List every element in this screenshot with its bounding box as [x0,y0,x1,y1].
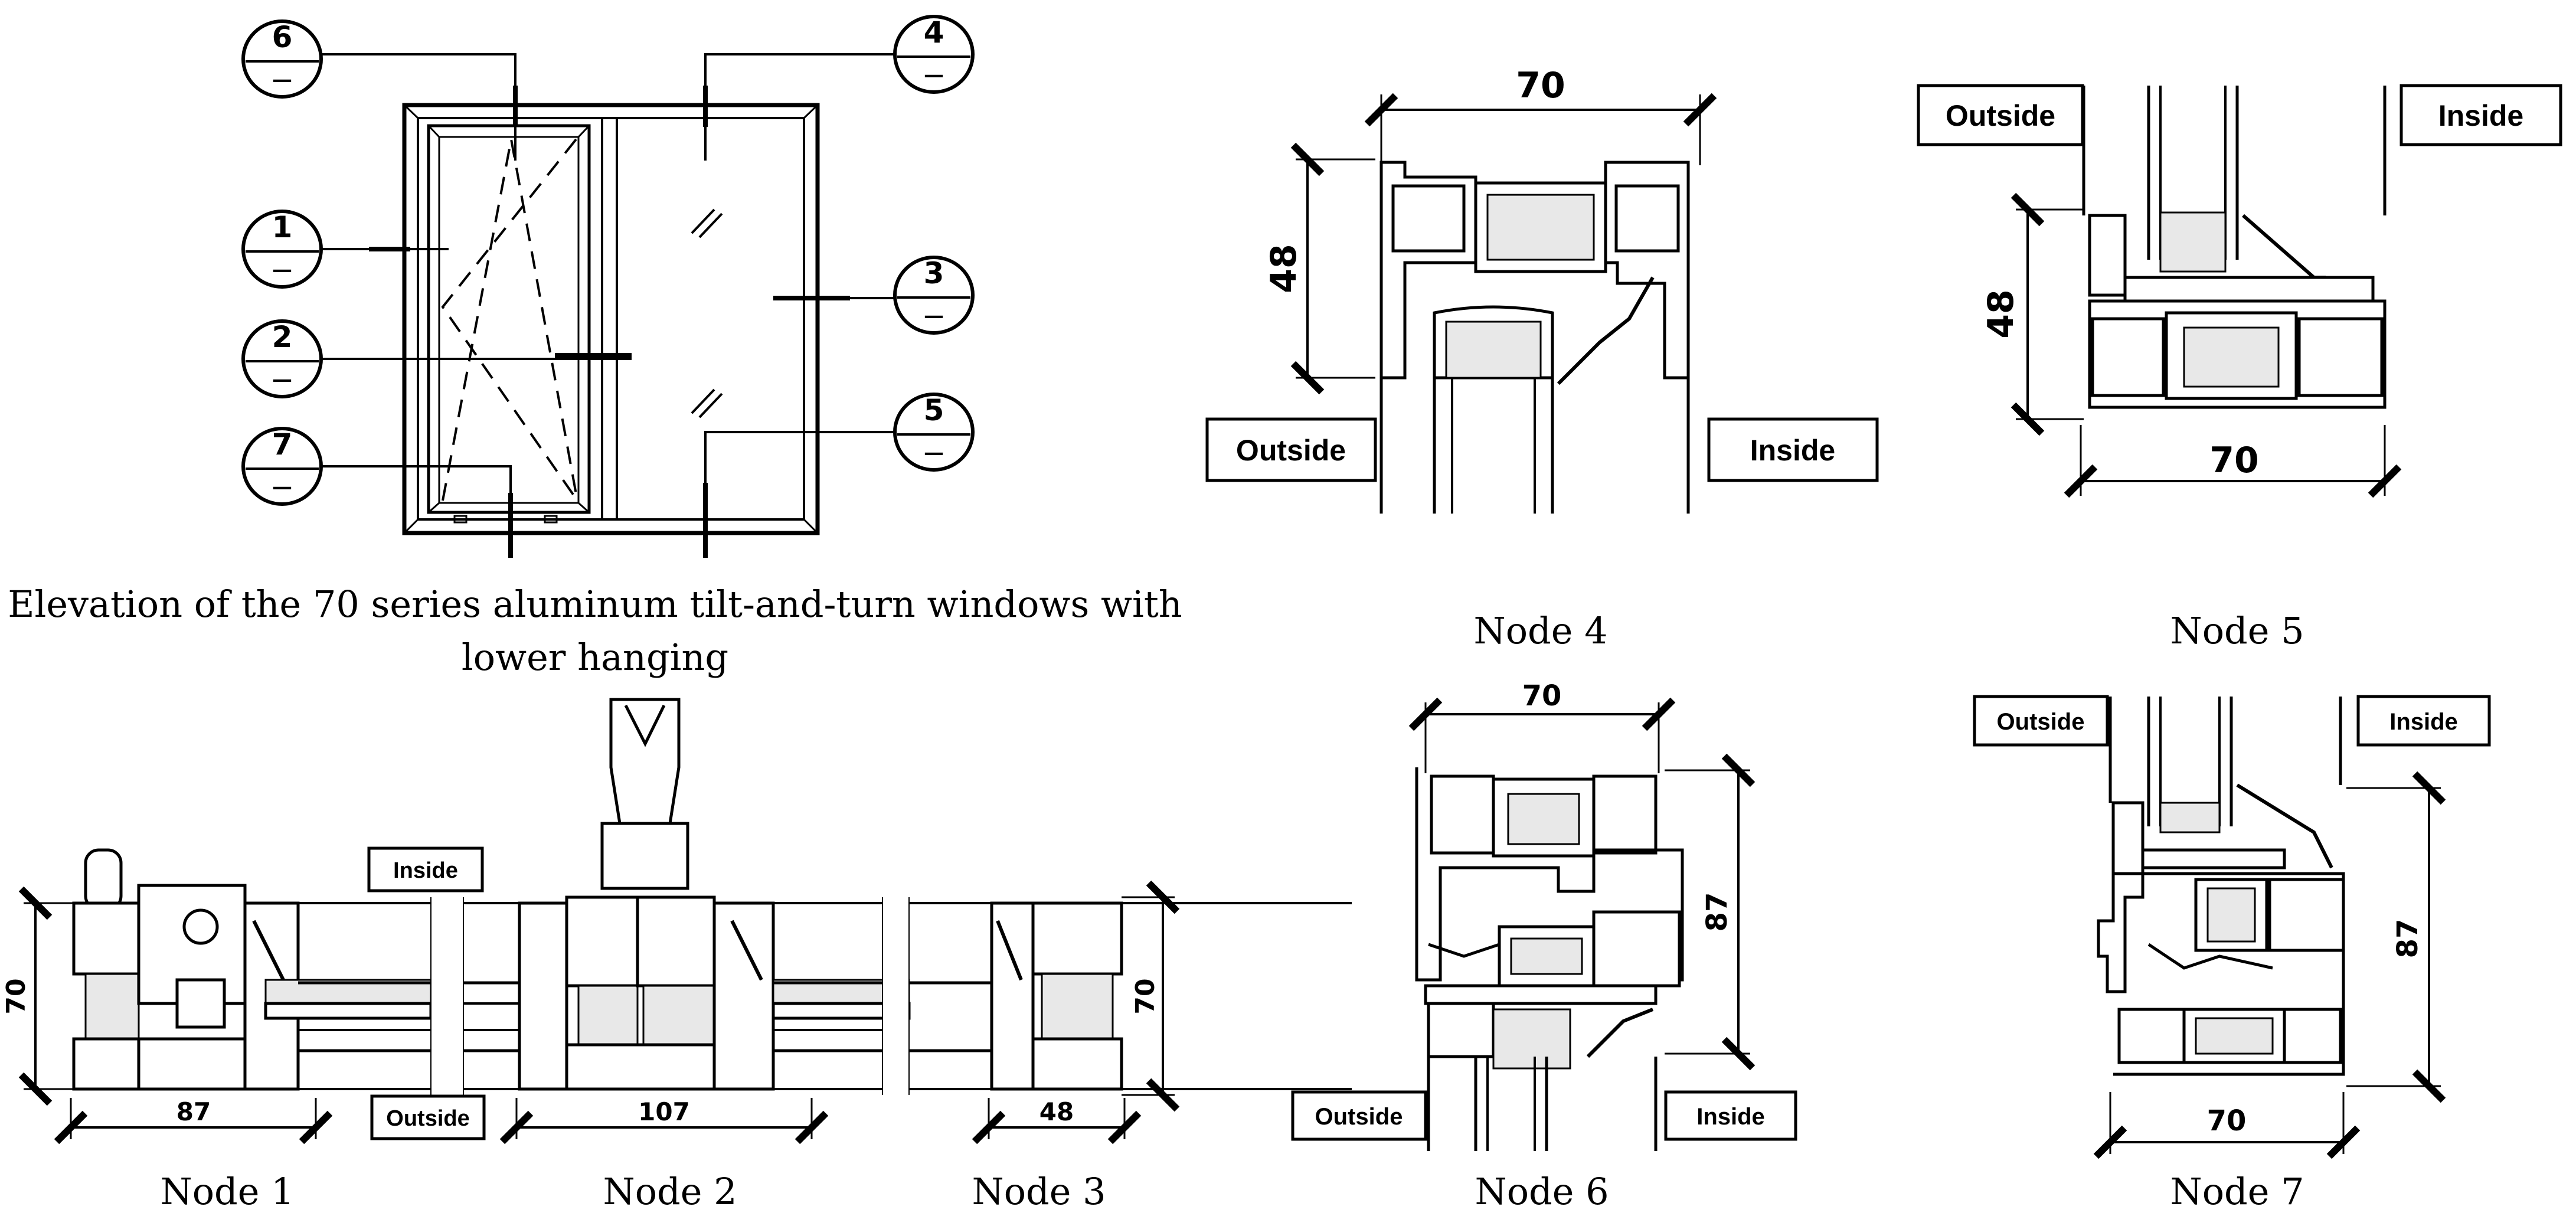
node7-detail: Outside Inside [1973,695,2491,1213]
node2-dim: 107 [638,1097,690,1126]
node6-dim-width: 70 [1522,679,1562,712]
node4-inside-box: Inside [1707,417,1879,482]
node4-detail: 70 48 Outside I [1205,65,1879,652]
tilt-opening-dashes [442,139,578,501]
node7-caption: Node 7 [2170,1170,2304,1213]
callout-number: 5 [924,393,944,427]
svg-text:Inside: Inside [393,858,458,883]
callout-sub: — [272,475,292,499]
node3-dim: 48 [1039,1097,1074,1126]
node7-frame-profile [2097,783,2345,1076]
callout-number: 4 [924,15,944,50]
node4-dim-width: 70 [1516,65,1565,106]
node6-caption: Node 6 [1475,1170,1609,1213]
section-break-left [431,897,463,1095]
svg-text:Outside: Outside [1946,99,2055,132]
node6-dim-height: 87 [1701,892,1734,932]
elevation-caption-line1: Elevation of the 70 series aluminum tilt… [8,583,1182,626]
callout-5: 5 — [893,393,975,472]
node1-profile [72,848,433,1091]
svg-text:Inside: Inside [2389,709,2458,735]
callout-6: 6 — [241,19,323,99]
node4-glazing [1379,378,1690,514]
callout-sub: — [272,368,292,391]
callout-2: 2 — [241,319,323,398]
node7-dim-width: 70 [2207,1104,2247,1137]
node5-outside-box: Outside [1917,84,2084,146]
callout-number: 6 [272,20,293,54]
svg-text:Outside: Outside [1315,1104,1403,1130]
glass-pane-left [298,981,431,1052]
node5-glazing [2082,86,2387,260]
node4-outside-box: Outside [1205,417,1377,482]
section-right-dim: 70 [1130,978,1160,1014]
fixed-glass-marks [691,208,723,419]
svg-text:Outside: Outside [386,1106,469,1131]
callout-7: 7 — [241,427,323,506]
handle-icon [609,698,681,825]
node3-caption: Node 3 [972,1170,1106,1213]
callout-number: 3 [924,256,944,290]
callout-1: 1 — [241,210,323,289]
svg-text:Inside: Inside [1696,1104,1765,1130]
node6-detail: 70 87 Outs [1291,679,1797,1213]
svg-text:Outside: Outside [1997,709,2085,735]
node6-frame-profile [1415,767,1684,1070]
leader-lines [322,53,894,558]
svg-text:Inside: Inside [1750,434,1835,467]
node7-outside-box: Outside [1973,695,2109,747]
node4-frame-profile [1379,161,1690,385]
callout-number: 1 [272,210,293,244]
svg-text:Inside: Inside [2438,99,2523,132]
node1-caption: Node 1 [160,1170,294,1213]
node4-dim-height: 48 [1263,244,1305,293]
glass-pane-middle [463,981,519,1052]
node3-profile [909,901,1123,1091]
node6-inside-box: Inside [1664,1090,1797,1141]
node5-frame-profile [2088,211,2387,409]
section-left-dim: 70 [1,978,31,1014]
node5-detail: Outside Inside 48 [1917,84,2562,652]
horizontal-section: 70 70 [1,698,1352,1213]
node1-dim: 87 [176,1097,211,1126]
node5-inside-box: Inside [2400,84,2562,146]
section-outside-box: Outside [370,1094,486,1140]
node7-inside-box: Inside [2356,695,2491,747]
callout-number: 2 [272,320,293,354]
node7-dim-height: 87 [2391,919,2424,959]
callout-3: 3 — [893,256,975,335]
callout-sub: — [924,441,944,465]
node2-caption: Node 2 [603,1170,737,1213]
callout-sub: — [272,68,292,91]
elevation-caption-line2: lower hanging [462,636,728,679]
node2-profile [518,698,911,1091]
node6-outside-box: Outside [1291,1090,1427,1141]
node5-dim-height: 48 [1980,289,2022,339]
node5-dim-width: 70 [2209,440,2259,481]
callout-4: 4 — [893,15,975,94]
node5-caption: Node 5 [2170,609,2304,652]
callout-sub: — [272,258,292,282]
mullion [601,118,618,519]
elevation-drawing: 6 — 4 — 1 — 3 — 2 — [8,15,1182,679]
callout-number: 7 [272,427,293,462]
node4-caption: Node 4 [1473,609,1607,652]
section-inside-box: Inside [367,846,484,892]
sash-left [427,124,591,524]
node7-glazing [2108,697,2342,826]
window-frame [402,103,820,535]
section-break-right [882,897,909,1095]
svg-text:Outside: Outside [1236,434,1346,467]
turn-opening-dashes [441,138,577,500]
callout-sub: — [924,304,944,328]
node6-glazing [1427,1057,1658,1151]
callout-sub: — [924,63,944,87]
